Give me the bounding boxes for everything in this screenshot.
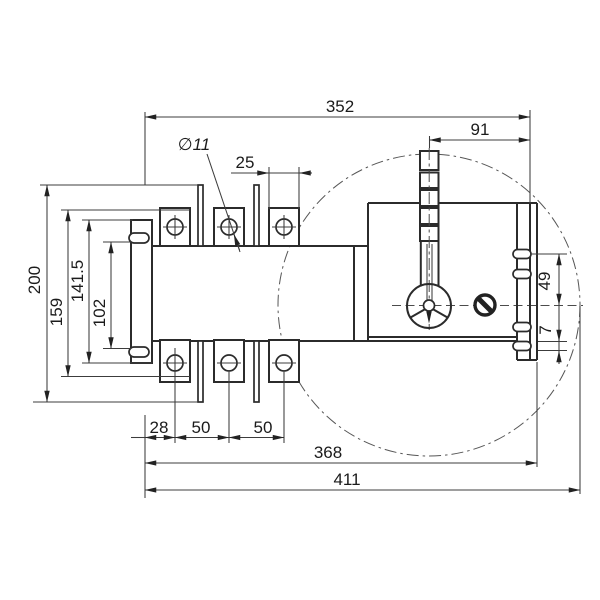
label-411: 411 [333,470,360,489]
ext-bottom-terminals [174,348,285,443]
knob-rim [406,283,452,329]
knob-pointer [426,311,432,324]
label-50a: 50 [192,418,211,437]
label-368: 368 [314,443,342,462]
ext-pad-25 [268,167,300,209]
bracket-hook-bottom [128,346,150,358]
handle-swing-circle [277,153,581,457]
terminal-holes-bottom [163,354,296,372]
barrier-strips [197,184,260,403]
barrier-strip-bottom-1 [197,340,204,403]
handle-assembly [406,148,497,330]
ext-notch-7 [538,340,567,352]
knob-spoke-left [410,308,425,319]
label-49: 49 [535,272,554,291]
plate-slot-4 [512,340,532,352]
ext-height-200 [33,184,198,403]
leader-arrow-d11 [233,234,241,251]
label-25: 25 [236,153,255,172]
knob-hub [422,299,436,312]
ext-height-102 [103,241,131,350]
bracket-hook-top [128,232,150,244]
ext-height-159 [61,209,190,378]
plate-slot-2 [512,268,532,280]
label-141.5: 141.5 [68,260,87,303]
plate-slot-1 [512,248,532,260]
label-102: 102 [90,299,109,327]
label-91: 91 [471,120,490,139]
knob-spoke-right [433,308,448,319]
label-50b: 50 [254,418,273,437]
barrier-strip-top-1 [197,184,204,247]
left-mounting-bracket [128,219,153,364]
plate-slot-3 [512,321,532,333]
terminal-pads [159,207,300,383]
hole-crosshairs-top [163,215,296,239]
label-159: 159 [47,298,66,326]
label-352: 352 [326,97,354,116]
barrier-strip-top-2 [253,184,260,247]
label-28: 28 [150,418,169,437]
sealing-screw [473,293,497,317]
screw-slot [477,297,493,313]
terminal-holes-top [163,215,296,239]
dimension-lines [44,114,581,493]
dimension-labels: 352 91 ∅11 25 200 159 141.5 102 28 50 50… [25,97,555,489]
label-7: 7 [536,325,555,334]
label-200: 200 [25,266,44,294]
label-d11: ∅11 [178,135,210,154]
barrier-strip-bottom-2 [253,340,260,403]
